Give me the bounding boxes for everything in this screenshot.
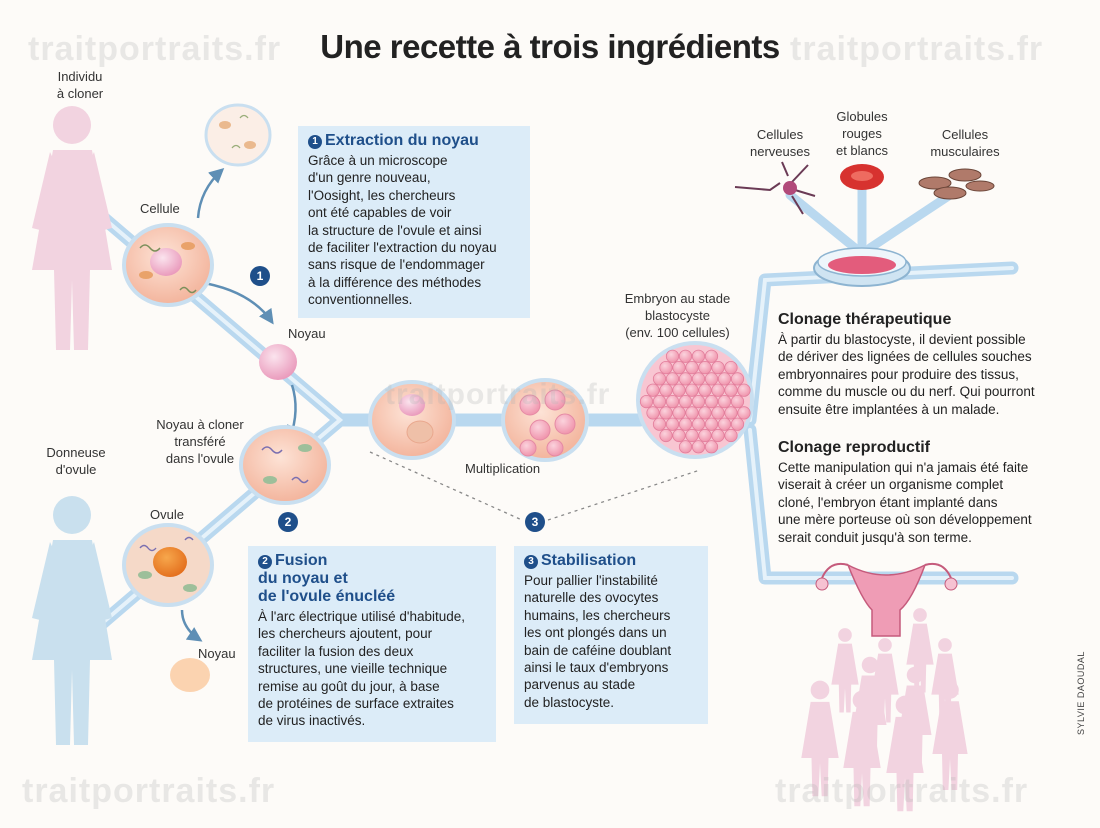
- label-noyau-bas: Noyau: [198, 646, 236, 661]
- step-1-badge: 1: [250, 266, 270, 286]
- watermark: traitportraits.fr: [22, 772, 276, 810]
- step-3-text: Pour pallier l'instabilité naturelle des…: [524, 573, 672, 710]
- watermark: traitportraits.fr: [775, 772, 1029, 810]
- therapeutique-heading: Clonage thérapeutique: [778, 311, 952, 328]
- blood-cell-icon: [840, 164, 884, 190]
- individual-figure-icon: [32, 106, 112, 350]
- neuron-icon: [734, 161, 816, 215]
- therapeutique-text: À partir du blastocyste, il devient poss…: [778, 332, 1035, 417]
- petri-dish-icon: [813, 247, 911, 287]
- blastocyst-icon: [636, 341, 754, 459]
- label-cellule: Cellule: [140, 201, 180, 216]
- step-2-text: À l'arc électrique utilisé d'habitude, l…: [258, 609, 466, 729]
- label-donneuse: Donneuse d'ovule: [46, 445, 106, 477]
- multi-cell-icon: [501, 378, 589, 462]
- step-2-badge: 2: [278, 512, 298, 532]
- step-1-text: Grâce à un microscope d'un genre nouveau…: [308, 153, 497, 308]
- ovule-icon: [122, 523, 214, 607]
- label-multiplication: Multiplication: [465, 461, 541, 476]
- empty-cell-icon: [204, 103, 272, 167]
- label-ovule: Ovule: [150, 507, 184, 522]
- cellule-icon: [122, 223, 214, 307]
- noyau-icon: [259, 344, 297, 380]
- label-individu: Individu à cloner: [56, 69, 104, 101]
- label-musculaires: Cellules musculaires: [930, 127, 1000, 159]
- noyau-small-icon: [170, 658, 210, 692]
- watermark: traitportraits.fr: [385, 378, 611, 411]
- label-embryon: Embryon au stade blastocyste (env. 100 c…: [624, 291, 731, 340]
- label-globules: Globules rouges et blancs: [835, 109, 889, 158]
- step-3-badge: 3: [525, 512, 545, 532]
- reproductif-text: Cette manipulation qui n'a jamais été fa…: [778, 460, 1032, 545]
- label-noyau-transfere: Noyau à cloner transféré dans l'ovule: [156, 417, 244, 466]
- label-noyau: Noyau: [288, 326, 326, 341]
- page-title: Une recette à trois ingrédients: [320, 28, 780, 65]
- uterus-icon: [815, 562, 958, 637]
- credit: SYLVIE DAOUDAL: [1076, 651, 1086, 735]
- donor-figure-icon: [32, 496, 112, 745]
- cloned-crowd-icon: [801, 608, 968, 812]
- watermark: traitportraits.fr: [28, 30, 282, 68]
- fused-cell-icon: [239, 425, 331, 505]
- dividing-cell-icon: [368, 380, 456, 460]
- label-nerveuses: Cellules nerveuses: [750, 127, 810, 159]
- muscle-cells-icon: [918, 168, 995, 200]
- watermark: traitportraits.fr: [790, 30, 1044, 68]
- reproductif-heading: Clonage reproductif: [778, 439, 931, 456]
